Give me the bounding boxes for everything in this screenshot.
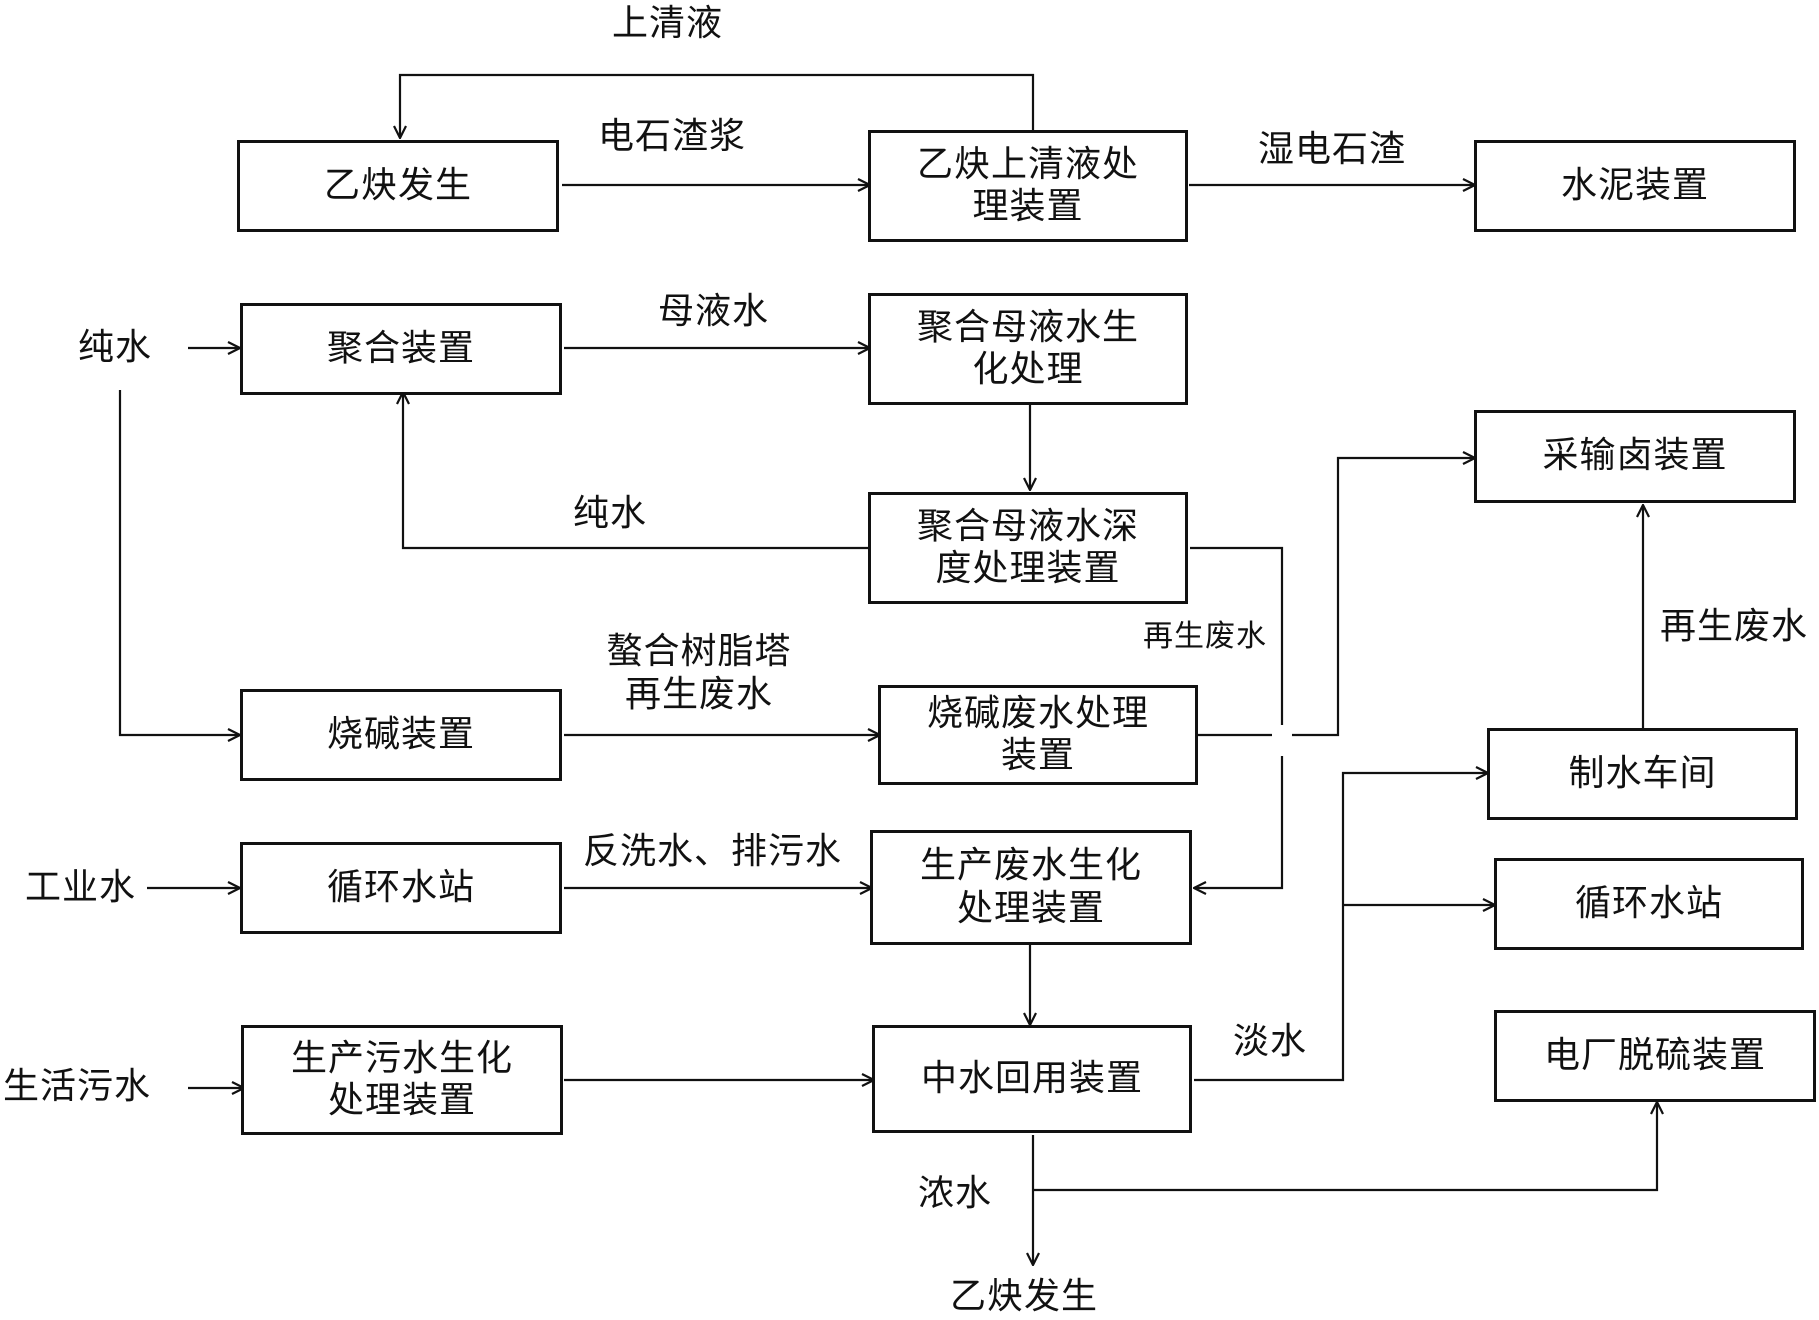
node-power-plant-desulfurization: 电厂脱硫装置 <box>1494 1010 1816 1102</box>
label-supernatant: 上清液 <box>612 3 724 44</box>
regen-ww-mid-line-lower <box>1194 756 1284 888</box>
label-backwash-blowdown: 反洗水、排污水 <box>583 831 843 872</box>
label-mother-liquor: 母液水 <box>658 291 770 332</box>
regen-ww-mid-line <box>1190 546 1284 725</box>
pure-water-return-line <box>403 392 870 550</box>
label-industrial-water: 工业水 <box>25 867 137 908</box>
node-circulating-water-station-left: 循环水站 <box>240 842 562 934</box>
label-wet-carbide-slag: 湿电石渣 <box>1258 129 1407 170</box>
label-concentrate: 浓水 <box>918 1173 993 1214</box>
concentrate-branch-line <box>1033 1102 1657 1192</box>
node-circulating-water-station-right: 循环水站 <box>1494 858 1804 950</box>
label-carbide-slurry: 电石渣浆 <box>598 116 747 157</box>
caustic-to-brine-line-2 <box>1292 458 1475 737</box>
node-acetylene-supernatant-treatment: 乙炔上清液处 理装置 <box>868 130 1188 242</box>
label-pure-water-in: 纯水 <box>78 327 153 368</box>
label-regen-wastewater-mid: 再生废水 <box>1143 619 1267 654</box>
node-caustic-soda-unit: 烧碱装置 <box>240 689 562 781</box>
pure-water-branch-line <box>118 390 240 735</box>
label-pure-water-return: 纯水 <box>573 493 648 534</box>
node-acetylene-generation: 乙炔发生 <box>237 140 559 232</box>
supernatant-return-line <box>400 73 1035 138</box>
label-chelate-resin-regen: 螯合树脂塔 再生废水 <box>606 631 792 716</box>
node-water-plant: 制水车间 <box>1487 728 1798 820</box>
node-cement-unit: 水泥装置 <box>1474 140 1796 232</box>
node-reclaimed-water-unit: 中水回用装置 <box>872 1025 1192 1133</box>
node-production-sewage-bio: 生产污水生化 处理装置 <box>241 1025 563 1135</box>
label-acetylene-generation-bottom: 乙炔发生 <box>950 1276 1099 1317</box>
label-regen-wastewater-right: 再生废水 <box>1660 606 1809 647</box>
node-production-wastewater-bio: 生产废水生化 处理装置 <box>870 830 1192 945</box>
node-polymer-mother-liquor-bio: 聚合母液水生 化处理 <box>868 293 1188 405</box>
label-domestic-sewage: 生活污水 <box>3 1066 152 1107</box>
node-brine-unit: 采输卤装置 <box>1474 410 1796 503</box>
node-polymerization-unit: 聚合装置 <box>240 303 562 395</box>
node-polymer-mother-liquor-deep: 聚合母液水深 度处理装置 <box>868 492 1188 604</box>
fresh-water-line <box>1194 773 1488 1082</box>
label-fresh-water: 淡水 <box>1233 1021 1308 1062</box>
node-caustic-wastewater-treatment: 烧碱废水处理 装置 <box>878 685 1198 785</box>
